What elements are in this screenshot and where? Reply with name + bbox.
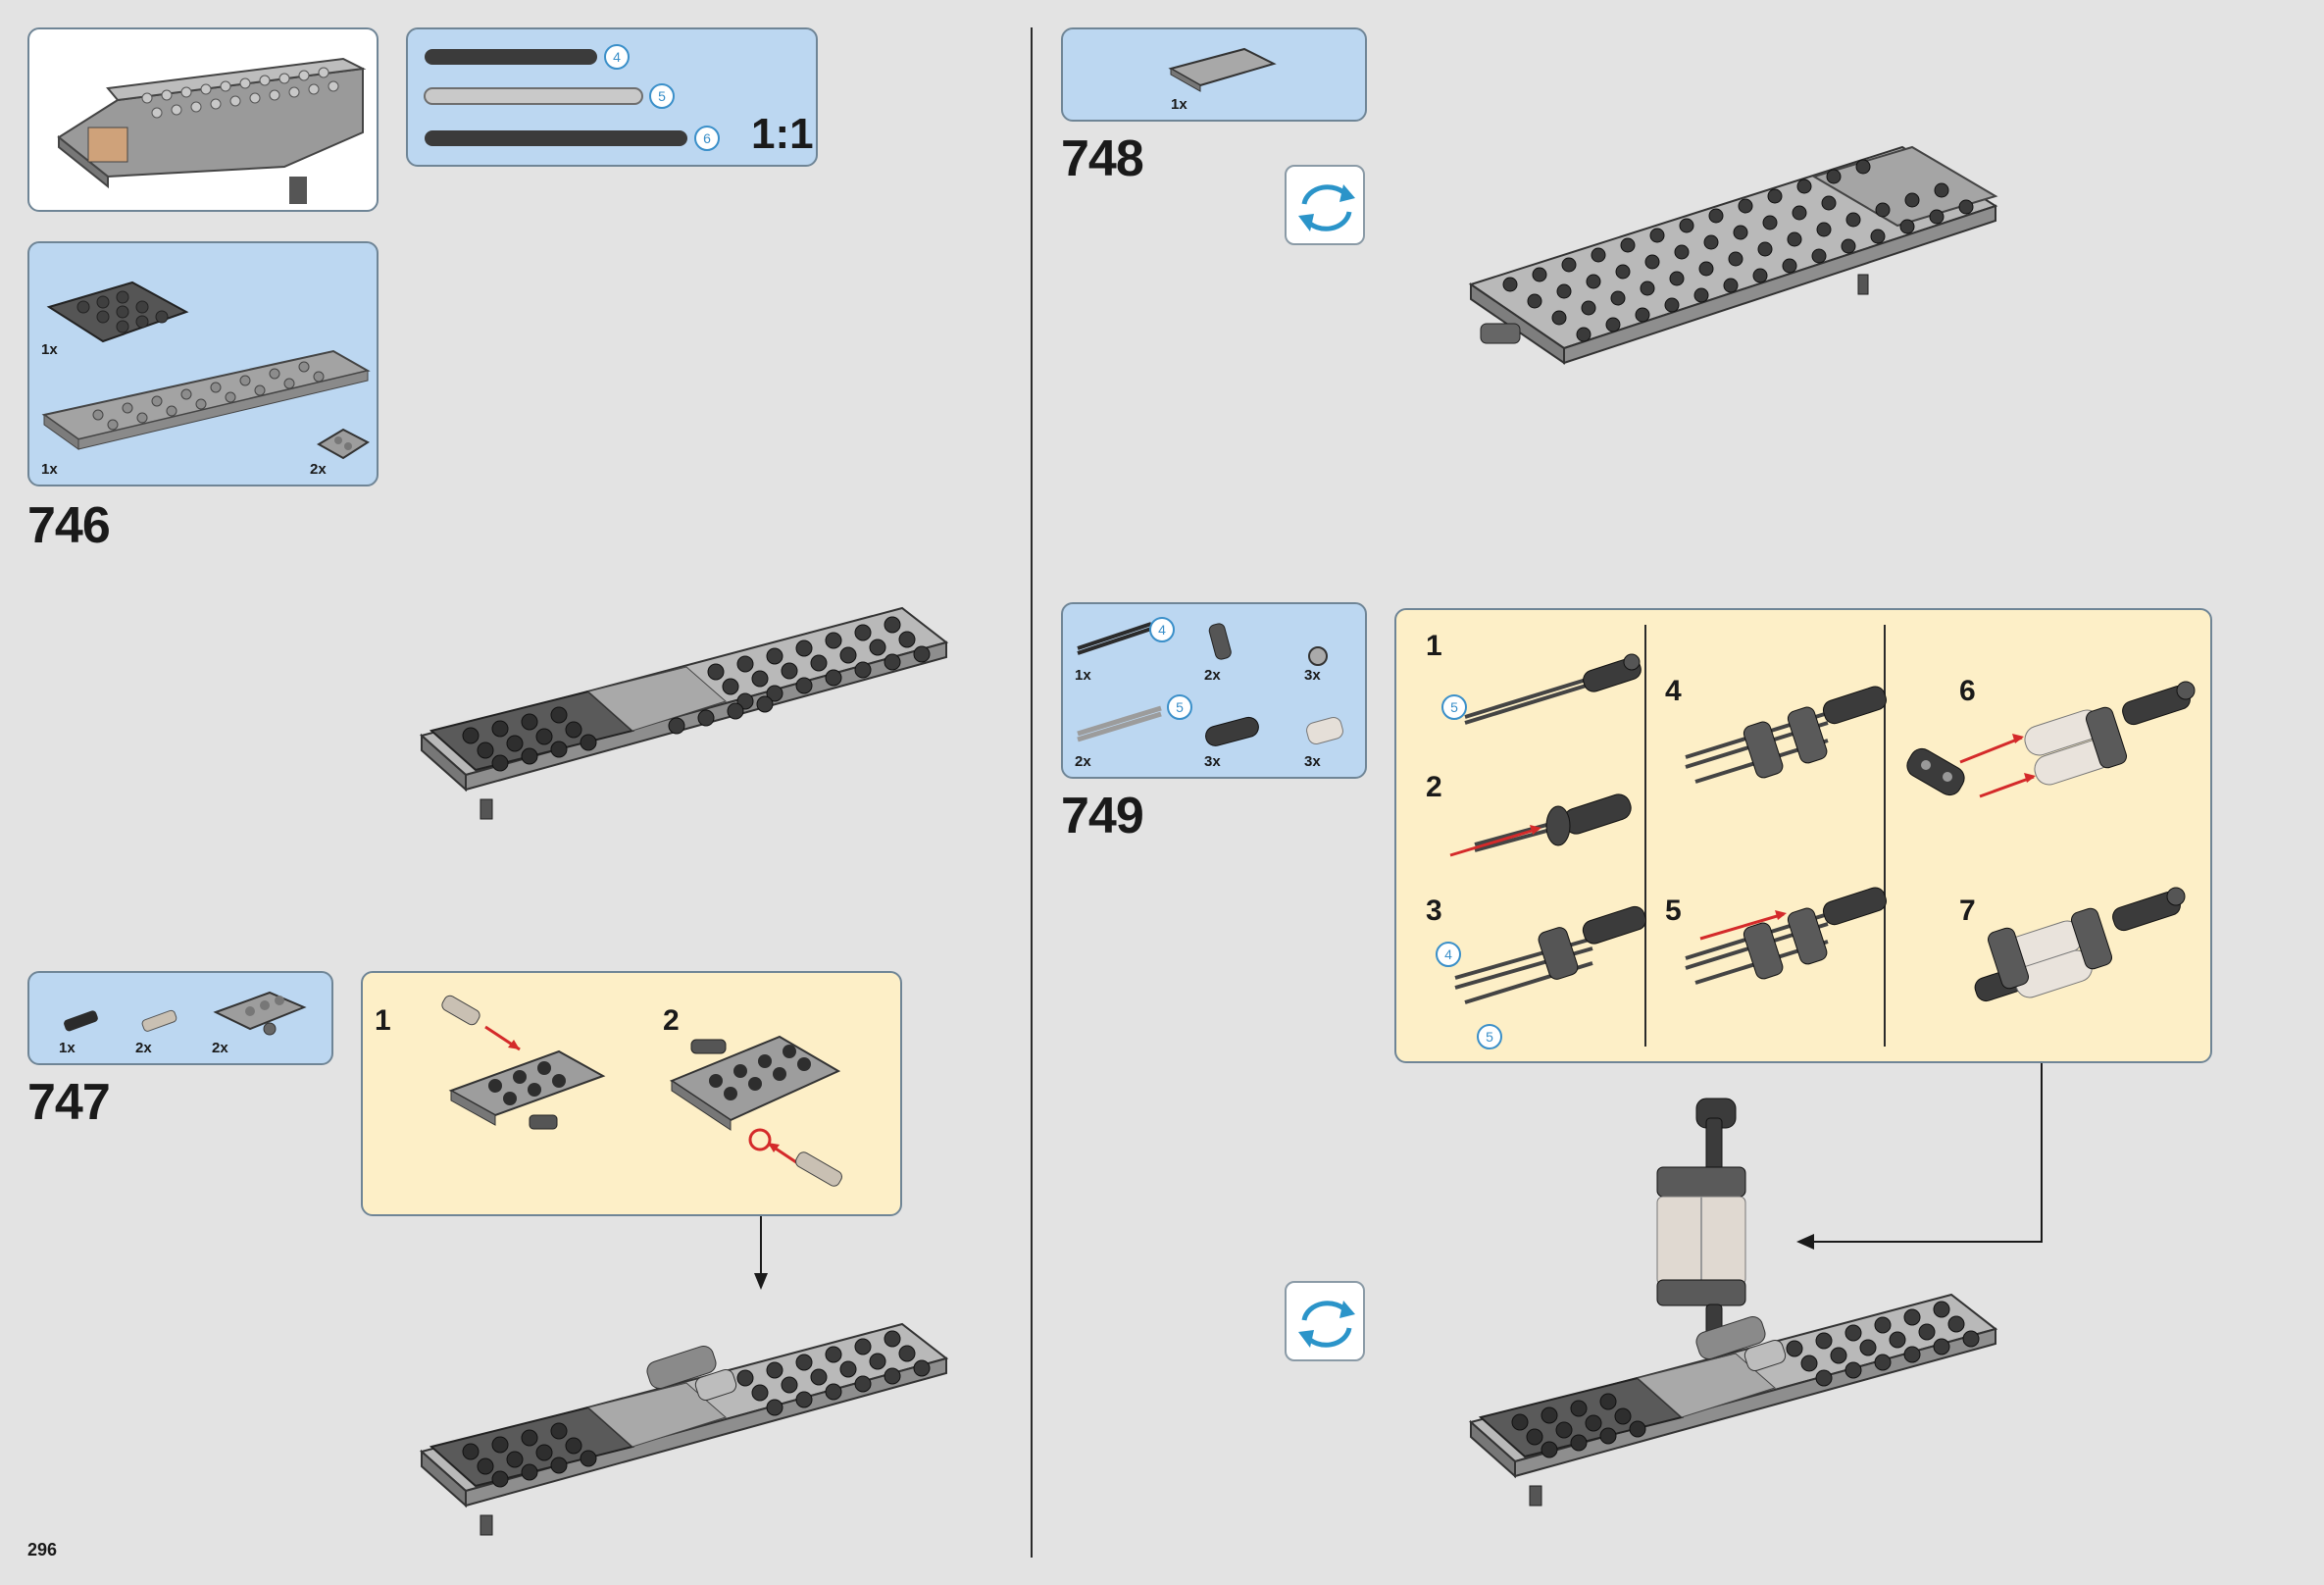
scale-label: 1:1 — [751, 110, 814, 158]
part-qty: 1x — [41, 341, 58, 358]
step-749-number: 749 — [1061, 788, 1144, 844]
part-tile-2x4 — [1168, 47, 1277, 92]
part-qty: 2x — [310, 461, 327, 478]
ruler-callout-6: 6 — [694, 126, 720, 151]
substep-number: 2 — [663, 1004, 680, 1037]
axle-length-bars — [424, 49, 687, 146]
step-748-parts-panel: 1x — [1061, 27, 1367, 122]
substep-1-illustration — [441, 995, 606, 1130]
substep-number: 1 — [1426, 630, 1442, 662]
step-746-number: 746 — [27, 497, 111, 554]
substep-4-illustration — [1685, 686, 1887, 784]
part-qty: 1x — [1171, 96, 1187, 113]
part-qty: 2x — [1204, 667, 1221, 684]
rotate-icon — [1298, 184, 1355, 231]
substep-number: 5 — [1665, 895, 1682, 927]
previous-model-view — [27, 27, 379, 212]
substep-2-illustration — [669, 1035, 842, 1187]
part-tile-small — [317, 428, 370, 460]
substep-column-divider — [1644, 625, 1646, 1047]
part-axle-connector — [1208, 623, 1232, 660]
part-bush — [1308, 646, 1328, 666]
part-axle-5 — [1077, 705, 1162, 742]
part-callout-4: 4 — [1149, 617, 1175, 642]
step-747-number: 747 — [27, 1074, 111, 1131]
substep-7-illustration — [1974, 887, 2186, 1002]
part-qty: 2x — [1075, 753, 1091, 770]
substep-column-divider — [1884, 625, 1886, 1047]
substep-number: 3 — [1426, 895, 1442, 927]
part-callout-5: 5 — [1167, 694, 1192, 720]
step-747-model — [419, 1322, 949, 1536]
rotate-model-indicator — [1285, 165, 1365, 245]
ruler-callout-4: 4 — [604, 44, 630, 70]
substep-callout-5: 5 — [1441, 694, 1467, 720]
substep-6-illustration — [1906, 681, 2196, 798]
part-qty: 1x — [59, 1040, 76, 1056]
rotate-icon — [1298, 1301, 1355, 1348]
part-pin-long — [141, 1009, 177, 1032]
model-preview-illustration — [57, 57, 367, 204]
part-qty: 2x — [135, 1040, 152, 1056]
part-qty: 3x — [1204, 753, 1221, 770]
substep-number: 2 — [1426, 771, 1442, 803]
step-748-model — [1468, 145, 1998, 365]
length-ruler-panel: 4 5 6 1:1 — [406, 27, 818, 167]
rotate-model-indicator — [1285, 1281, 1365, 1361]
part-connector-pin — [64, 1010, 98, 1032]
substep-3-illustration — [1454, 905, 1646, 1004]
substep-1-illustration — [1464, 653, 1642, 725]
arrow-icon — [1796, 1063, 2043, 1250]
substep-number: 1 — [375, 1004, 391, 1037]
step-746-model — [419, 606, 949, 820]
part-axle-4 — [1077, 622, 1152, 655]
step-748-number: 748 — [1061, 130, 1144, 187]
part-qty: 2x — [212, 1040, 228, 1056]
step-747-parts-panel: 1x 2x 2x — [27, 971, 333, 1065]
step-749-model — [1468, 1098, 1998, 1507]
page-divider — [1031, 27, 1033, 1558]
page-number: 296 — [27, 1540, 58, 1559]
part-shock-cylinder — [1306, 717, 1343, 744]
substep-callout-5: 5 — [1477, 1024, 1502, 1049]
part-plate-with-pin — [213, 991, 307, 1036]
arrow-icon — [754, 1216, 768, 1290]
step-749-substeps-panel: 1 5 2 3 4 5 4 5 — [1394, 608, 2212, 1063]
step-747-substeps-panel: 1 2 — [361, 971, 902, 1216]
part-beam-3 — [1205, 716, 1259, 746]
substep-callout-4: 4 — [1436, 942, 1461, 967]
ruler-callout-5: 5 — [649, 83, 675, 109]
substep-5-illustration — [1685, 887, 1887, 985]
part-qty: 1x — [1075, 667, 1091, 684]
part-plate-long — [41, 349, 371, 450]
part-qty: 1x — [41, 461, 58, 478]
step-746-parts-panel: 1x 1x 2x — [27, 241, 379, 486]
substep-number: 6 — [1959, 675, 1976, 707]
substep-number: 4 — [1665, 675, 1682, 707]
part-qty: 3x — [1304, 753, 1321, 770]
substep-2-illustration — [1449, 793, 1632, 857]
part-qty: 3x — [1304, 667, 1321, 684]
part-plate-dark — [46, 281, 189, 343]
step-749-parts-panel: 4 1x 2x 3x 5 2x 3x 3x — [1061, 602, 1367, 779]
substep-number: 7 — [1959, 895, 1976, 927]
